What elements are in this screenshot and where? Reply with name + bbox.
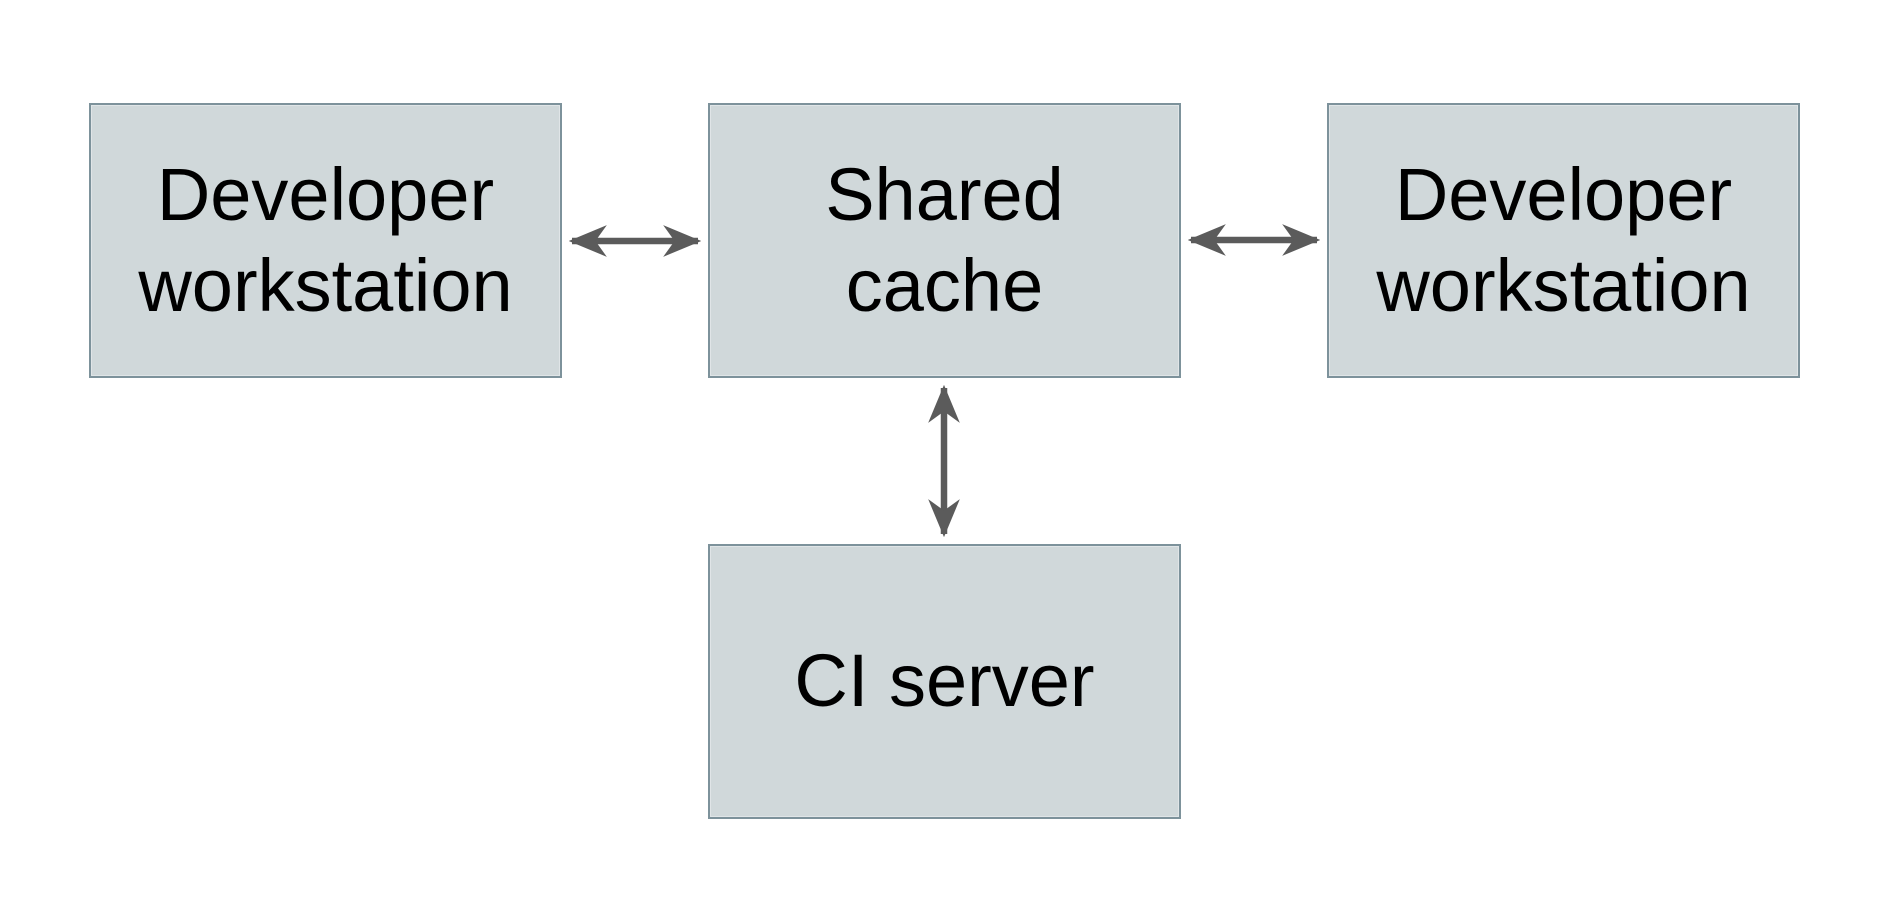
node-label-ci-server: CI server xyxy=(794,639,1095,723)
node-developer-workstation-right: Developer workstation xyxy=(1327,103,1800,378)
node-label-developer-workstation-right: Developer workstation xyxy=(1376,153,1751,327)
node-developer-workstation-left: Developer workstation xyxy=(89,103,562,378)
node-label-developer-workstation-left: Developer workstation xyxy=(138,153,513,327)
node-ci-server: CI server xyxy=(708,544,1181,819)
node-shared-cache: Shared cache xyxy=(708,103,1181,378)
node-label-shared-cache: Shared cache xyxy=(825,153,1064,327)
